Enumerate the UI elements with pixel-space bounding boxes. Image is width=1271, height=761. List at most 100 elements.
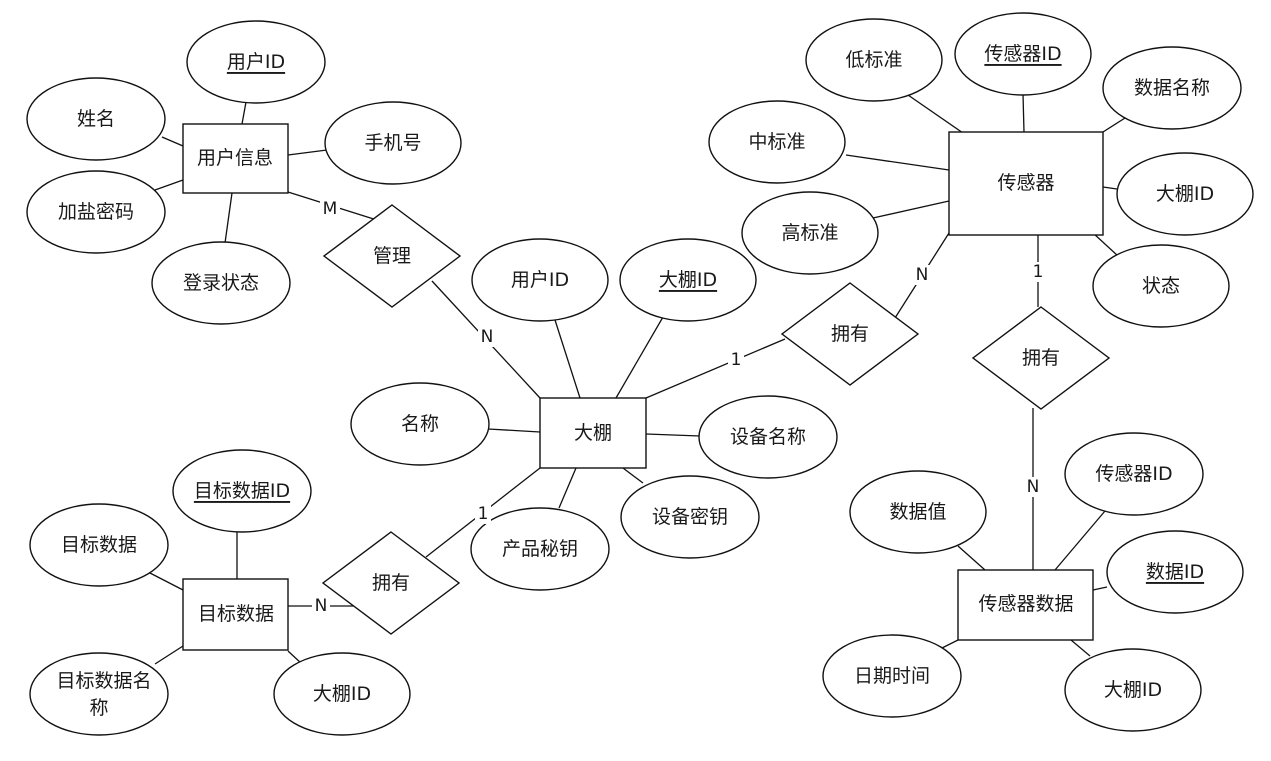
attr-user-name-label: 姓名 bbox=[77, 108, 115, 130]
card-gh-sensor-gh: 1 bbox=[731, 350, 742, 370]
attr-gh-userid[interactable] bbox=[471, 238, 609, 322]
attr-user-userid-label: 用户ID bbox=[227, 51, 285, 73]
attr-sensor-sensorid-label: 传感器ID bbox=[984, 43, 1061, 65]
edge-gh-prodsecret bbox=[558, 467, 577, 509]
entity-target-data-label: 目标数据 bbox=[198, 603, 274, 625]
rel-manage[interactable] bbox=[322, 204, 462, 308]
entity-sensor-data-label: 传感器数据 bbox=[978, 593, 1073, 615]
rel-own-target-data-label: 拥有 bbox=[372, 572, 410, 594]
attr-sensor-low-label: 低标准 bbox=[845, 49, 902, 71]
attr-user-name[interactable] bbox=[26, 77, 166, 161]
edge-sensor-ghid bbox=[1102, 186, 1118, 190]
attr-user-phone-label: 手机号 bbox=[364, 132, 421, 154]
attributes bbox=[26, 12, 1254, 736]
attr-sensor-dataname-label: 数据名称 bbox=[1134, 77, 1210, 99]
attr-sensor-mid-label: 中标准 bbox=[748, 131, 805, 153]
labels: 用户信息 大棚 传感器 传感器数据 目标数据 管理 拥有 拥有 拥有 用户ID … bbox=[56, 43, 1214, 719]
edge-sensor-high bbox=[872, 200, 950, 219]
attr-gh-devsecret[interactable] bbox=[620, 475, 760, 559]
attr-sensor-status[interactable] bbox=[1092, 244, 1230, 328]
attr-td-ghid[interactable] bbox=[273, 652, 411, 736]
attr-user-phone[interactable] bbox=[324, 101, 462, 185]
entity-user-info[interactable] bbox=[182, 123, 289, 194]
attr-sensor-high-label: 高标准 bbox=[781, 222, 838, 244]
attr-sensor-ghid[interactable] bbox=[1116, 152, 1254, 236]
attr-gh-ghid[interactable] bbox=[619, 238, 757, 322]
rel-own-greenhouse-sensor[interactable] bbox=[780, 282, 920, 386]
attr-sd-value[interactable] bbox=[849, 470, 987, 554]
card-sensor-data-data: N bbox=[1027, 477, 1040, 497]
attr-sd-sensorid[interactable] bbox=[1064, 432, 1204, 516]
entity-greenhouse[interactable] bbox=[539, 397, 647, 469]
edge-td-data bbox=[149, 572, 184, 591]
attr-user-login-label: 登录状态 bbox=[183, 272, 259, 294]
attr-user-password-label: 加盐密码 bbox=[58, 201, 134, 223]
attr-sensor-mid[interactable] bbox=[708, 100, 846, 184]
edge-gh-name bbox=[487, 428, 541, 433]
card-target-target: N bbox=[315, 596, 328, 616]
attr-sensor-sensorid[interactable] bbox=[954, 12, 1092, 96]
attr-user-login[interactable] bbox=[151, 241, 291, 325]
attr-user-userid[interactable] bbox=[186, 20, 326, 104]
edge-gh-devname bbox=[645, 433, 701, 437]
edge-user-login bbox=[224, 192, 233, 244]
entity-greenhouse-label: 大棚 bbox=[574, 422, 612, 444]
card-sensor-data-sensor: 1 bbox=[1033, 262, 1044, 282]
edge-user-name bbox=[161, 136, 184, 147]
attr-td-name-label-line1: 目标数据名 bbox=[56, 670, 151, 692]
attr-gh-prodsecret-label: 产品秘钥 bbox=[502, 538, 578, 560]
edge-sd-value bbox=[957, 545, 986, 571]
attr-sd-datetime[interactable] bbox=[822, 634, 962, 718]
entities bbox=[182, 123, 1104, 651]
attr-sd-dataid-label: 数据ID bbox=[1146, 561, 1204, 583]
attr-sd-value-label: 数据值 bbox=[889, 501, 946, 523]
entity-sensor-label: 传感器 bbox=[997, 172, 1054, 194]
edge-gh-own-sensor bbox=[645, 338, 786, 399]
attr-gh-devname[interactable] bbox=[698, 395, 838, 479]
edge-sd-datetime bbox=[941, 639, 959, 649]
attr-gh-userid-label: 用户ID bbox=[511, 269, 569, 291]
edge-sd-dataid bbox=[1092, 586, 1108, 591]
rel-own-sensor-data[interactable] bbox=[971, 306, 1111, 410]
attr-sd-ghid-label: 大棚ID bbox=[1104, 679, 1162, 701]
edge-sd-sensorid bbox=[1054, 510, 1106, 571]
edge-gh-userid bbox=[554, 319, 581, 399]
rel-own-sensor-data-label: 拥有 bbox=[1022, 347, 1060, 369]
attr-sd-dataid[interactable] bbox=[1106, 530, 1244, 614]
attr-gh-name[interactable] bbox=[350, 382, 490, 466]
entity-sensor-data[interactable] bbox=[957, 569, 1094, 641]
attr-sensor-dataname[interactable] bbox=[1102, 46, 1242, 130]
edge-user-userid bbox=[241, 101, 247, 125]
card-manage-greenhouse: N bbox=[481, 327, 494, 347]
card-gh-sensor-sensor: N bbox=[916, 265, 929, 285]
attr-gh-prodsecret[interactable] bbox=[470, 507, 610, 591]
attr-td-data[interactable] bbox=[29, 503, 169, 587]
attr-user-password[interactable] bbox=[26, 170, 166, 254]
edge-gh-devsecret bbox=[622, 467, 644, 484]
attr-sensor-low[interactable] bbox=[805, 18, 943, 102]
edge-sd-ghid bbox=[1070, 639, 1091, 657]
entity-user-info-label: 用户信息 bbox=[197, 147, 273, 169]
attr-td-data-label: 目标数据 bbox=[61, 534, 137, 556]
attr-gh-ghid-label: 大棚ID bbox=[659, 269, 717, 291]
attr-sd-sensorid-label: 传感器ID bbox=[1095, 463, 1172, 485]
edge-sensor-sensorid bbox=[1022, 93, 1025, 133]
attr-td-name[interactable] bbox=[29, 652, 169, 736]
entity-target-data[interactable] bbox=[182, 578, 289, 651]
attr-td-ghid-label: 大棚ID bbox=[313, 683, 371, 705]
attr-sd-datetime-label: 日期时间 bbox=[854, 665, 930, 687]
attr-gh-devname-label: 设备名称 bbox=[730, 426, 806, 448]
attr-sensor-high[interactable] bbox=[741, 191, 879, 275]
attr-td-id[interactable] bbox=[172, 449, 312, 533]
edge-user-phone bbox=[287, 149, 328, 156]
relationships bbox=[321, 204, 1111, 635]
rel-own-target-data[interactable] bbox=[321, 531, 461, 635]
rel-manage-label: 管理 bbox=[373, 245, 411, 267]
edge-user-password bbox=[154, 179, 184, 191]
attr-sd-ghid[interactable] bbox=[1064, 648, 1202, 732]
card-target-gh: 1 bbox=[478, 504, 489, 524]
attr-sensor-ghid-label: 大棚ID bbox=[1156, 183, 1214, 205]
attr-td-name-label-line2: 称 bbox=[89, 697, 108, 719]
entity-sensor[interactable] bbox=[948, 131, 1104, 236]
